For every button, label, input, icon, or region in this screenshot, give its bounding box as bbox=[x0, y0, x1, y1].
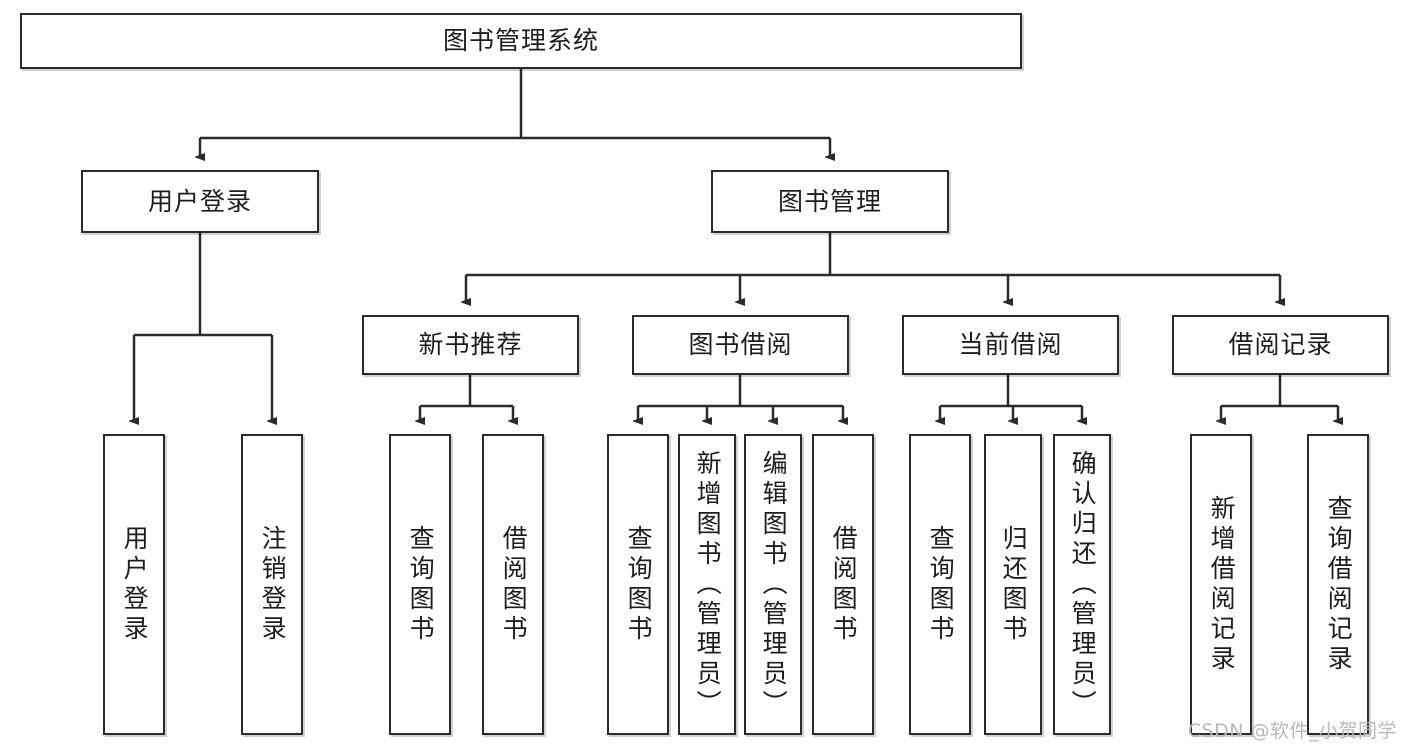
node-leaf-user-login[interactable]: 用户登录 bbox=[103, 434, 165, 735]
node-leaf-query-book-3[interactable]: 查询图书 bbox=[909, 434, 971, 735]
node-book-borrow-label: 图书借阅 bbox=[688, 330, 793, 359]
node-leaf-borrow-book-2-label: 借阅图书 bbox=[829, 524, 859, 645]
node-borrow-record[interactable]: 借阅记录 bbox=[1172, 315, 1389, 375]
node-leaf-return-book-label: 归还图书 bbox=[999, 524, 1029, 645]
node-book-management-label: 图书管理 bbox=[777, 186, 882, 216]
node-leaf-confirm-return[interactable]: 确认归还（管理员） bbox=[1053, 434, 1111, 735]
node-root-label: 图书管理系统 bbox=[442, 26, 599, 55]
node-leaf-add-book-label: 新增图书（管理员） bbox=[693, 449, 723, 720]
node-leaf-add-record[interactable]: 新增借阅记录 bbox=[1190, 434, 1252, 735]
node-leaf-query-record-label: 查询借阅记录 bbox=[1324, 494, 1354, 675]
node-book-management[interactable]: 图书管理 bbox=[711, 170, 949, 233]
node-leaf-query-book-3-label: 查询图书 bbox=[926, 524, 956, 645]
node-leaf-return-book[interactable]: 归还图书 bbox=[984, 434, 1042, 735]
node-user-login-label: 用户登录 bbox=[147, 186, 252, 216]
node-leaf-add-book[interactable]: 新增图书（管理员） bbox=[678, 434, 736, 735]
node-leaf-borrow-book-1[interactable]: 借阅图书 bbox=[482, 434, 544, 735]
node-leaf-query-book-2[interactable]: 查询图书 bbox=[607, 434, 669, 735]
node-leaf-query-record[interactable]: 查询借阅记录 bbox=[1307, 434, 1369, 735]
node-leaf-logout-label: 注销登录 bbox=[258, 524, 288, 645]
node-current-borrow-label: 当前借阅 bbox=[958, 330, 1063, 359]
node-leaf-confirm-return-label: 确认归还（管理员） bbox=[1068, 449, 1098, 720]
node-book-borrow[interactable]: 图书借阅 bbox=[632, 315, 849, 375]
node-user-login[interactable]: 用户登录 bbox=[81, 170, 319, 233]
node-new-book-recommend[interactable]: 新书推荐 bbox=[362, 315, 579, 375]
node-borrow-record-label: 借阅记录 bbox=[1228, 330, 1333, 359]
node-current-borrow[interactable]: 当前借阅 bbox=[902, 315, 1119, 375]
node-leaf-query-book-1-label: 查询图书 bbox=[406, 524, 436, 645]
node-leaf-logout[interactable]: 注销登录 bbox=[241, 434, 303, 735]
node-leaf-borrow-book-1-label: 借阅图书 bbox=[499, 524, 529, 645]
node-new-book-recommend-label: 新书推荐 bbox=[418, 330, 523, 359]
node-leaf-query-book-2-label: 查询图书 bbox=[624, 524, 654, 645]
node-leaf-edit-book[interactable]: 编辑图书（管理员） bbox=[744, 434, 802, 735]
node-leaf-user-login-label: 用户登录 bbox=[120, 524, 150, 645]
node-leaf-borrow-book-2[interactable]: 借阅图书 bbox=[812, 434, 874, 735]
node-leaf-query-book-1[interactable]: 查询图书 bbox=[389, 434, 451, 735]
node-leaf-add-record-label: 新增借阅记录 bbox=[1207, 494, 1237, 675]
node-root[interactable]: 图书管理系统 bbox=[20, 13, 1022, 69]
csdn-watermark: CSDN @软件_小贺同学 bbox=[1187, 720, 1397, 742]
node-leaf-edit-book-label: 编辑图书（管理员） bbox=[759, 449, 789, 720]
